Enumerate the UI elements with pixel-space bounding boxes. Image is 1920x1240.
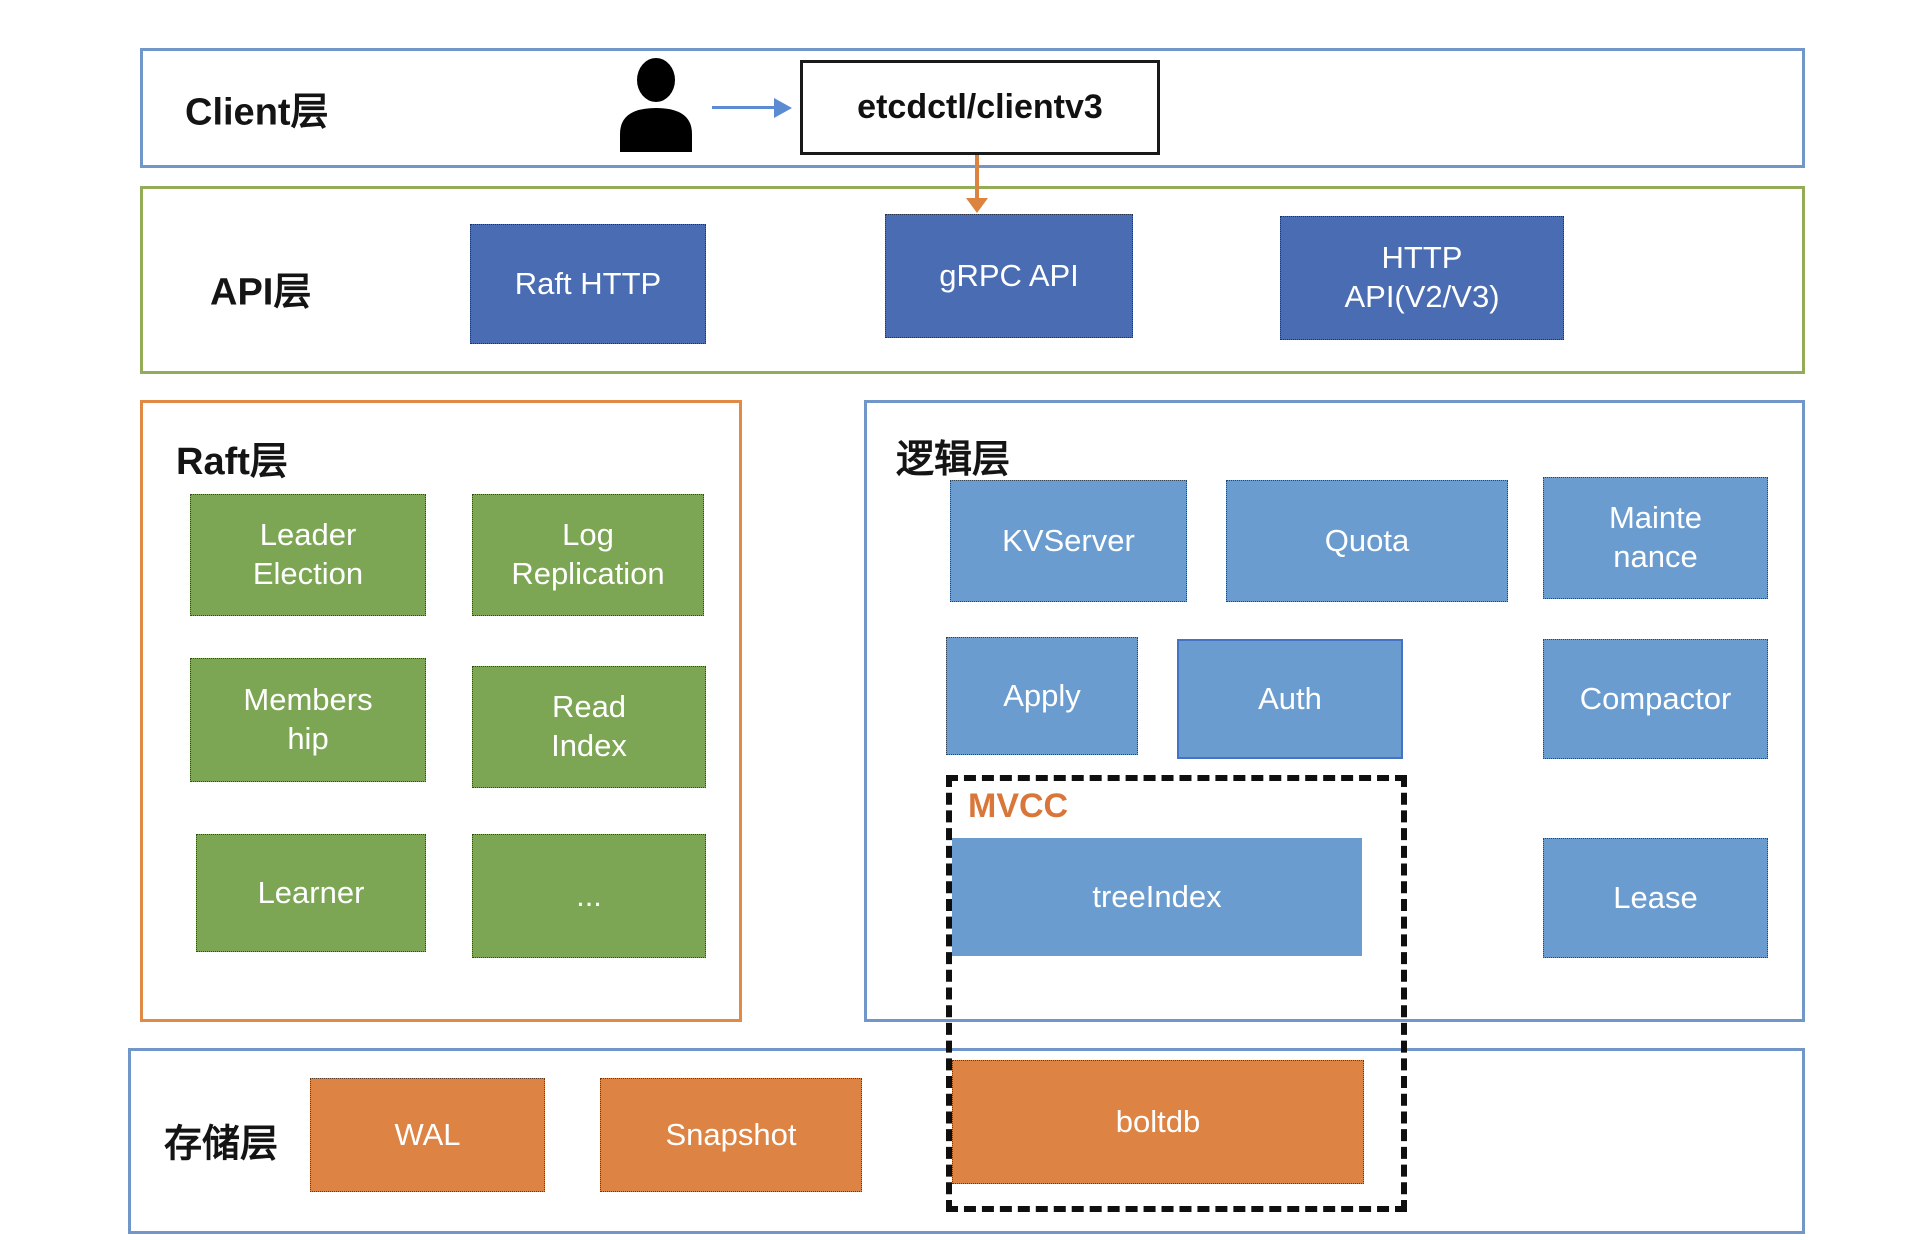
arrow-shaft: [712, 106, 776, 109]
client-layer-label: Client层: [185, 91, 329, 134]
kvserver-label: KVServer: [1002, 522, 1135, 558]
raft-layer-label: Raft层: [176, 441, 288, 483]
user-person-icon: [612, 58, 700, 152]
grpc-api-label: gRPC API: [939, 257, 1079, 293]
auth-label: Auth: [1258, 680, 1322, 716]
wal-box: WAL: [310, 1078, 545, 1192]
treeindex-label: treeIndex: [1092, 878, 1222, 914]
leader-election-label: Leader Election: [252, 517, 364, 591]
apply-box: Apply: [946, 637, 1138, 755]
learner-box: Learner: [196, 834, 426, 952]
lease-label: Lease: [1613, 879, 1698, 915]
membership-label: Members hip: [243, 682, 373, 756]
treeindex-box: treeIndex: [952, 838, 1362, 956]
membership-box: Members hip: [190, 658, 426, 782]
auth-box: Auth: [1177, 639, 1403, 759]
arrow-head: [966, 198, 988, 213]
raft-more-label: ...: [576, 877, 602, 913]
raft-more-box: ...: [472, 834, 706, 958]
maintenance-label: Mainte nance: [1608, 500, 1703, 574]
boltdb-box: boltdb: [952, 1060, 1364, 1184]
kvserver-box: KVServer: [950, 480, 1187, 602]
api-layer-label: API层: [210, 271, 312, 314]
arrow-shaft: [975, 155, 979, 199]
boltdb-label: boltdb: [1115, 1103, 1201, 1139]
compactor-box: Compactor: [1543, 639, 1768, 759]
logic-layer-label: 逻辑层: [896, 439, 1011, 481]
http-api-label: HTTP API(V2/V3): [1344, 240, 1500, 314]
read-index-label: Read Index: [551, 689, 627, 763]
learner-label: Learner: [257, 874, 365, 910]
maintenance-box: Mainte nance: [1543, 477, 1768, 599]
log-replication-box: Log Replication: [472, 494, 704, 616]
apply-label: Apply: [1003, 677, 1081, 713]
etcdctl-clientv3-label: etcdctl/clientv3: [857, 88, 1103, 126]
quota-label: Quota: [1324, 522, 1410, 558]
arrow-head: [774, 98, 792, 118]
etcdctl-clientv3-box: etcdctl/clientv3: [800, 60, 1160, 155]
http-api-box: HTTP API(V2/V3): [1280, 216, 1564, 340]
lease-box: Lease: [1543, 838, 1768, 958]
quota-box: Quota: [1226, 480, 1508, 602]
grpc-api-box: gRPC API: [885, 214, 1133, 338]
client-to-etcdctl-arrow-icon: [712, 98, 794, 118]
snapshot-label: Snapshot: [665, 1116, 797, 1152]
raft-http-box: Raft HTTP: [470, 224, 706, 344]
wal-label: WAL: [394, 1116, 461, 1152]
etcdctl-to-grpc-arrow-icon: [965, 155, 989, 213]
storage-layer-label: 存储层: [164, 1123, 279, 1166]
read-index-box: Read Index: [472, 666, 706, 788]
compactor-label: Compactor: [1579, 680, 1732, 716]
snapshot-box: Snapshot: [600, 1078, 862, 1192]
raft-http-label: Raft HTTP: [514, 265, 662, 301]
leader-election-box: Leader Election: [190, 494, 426, 616]
log-replication-label: Log Replication: [511, 517, 665, 591]
